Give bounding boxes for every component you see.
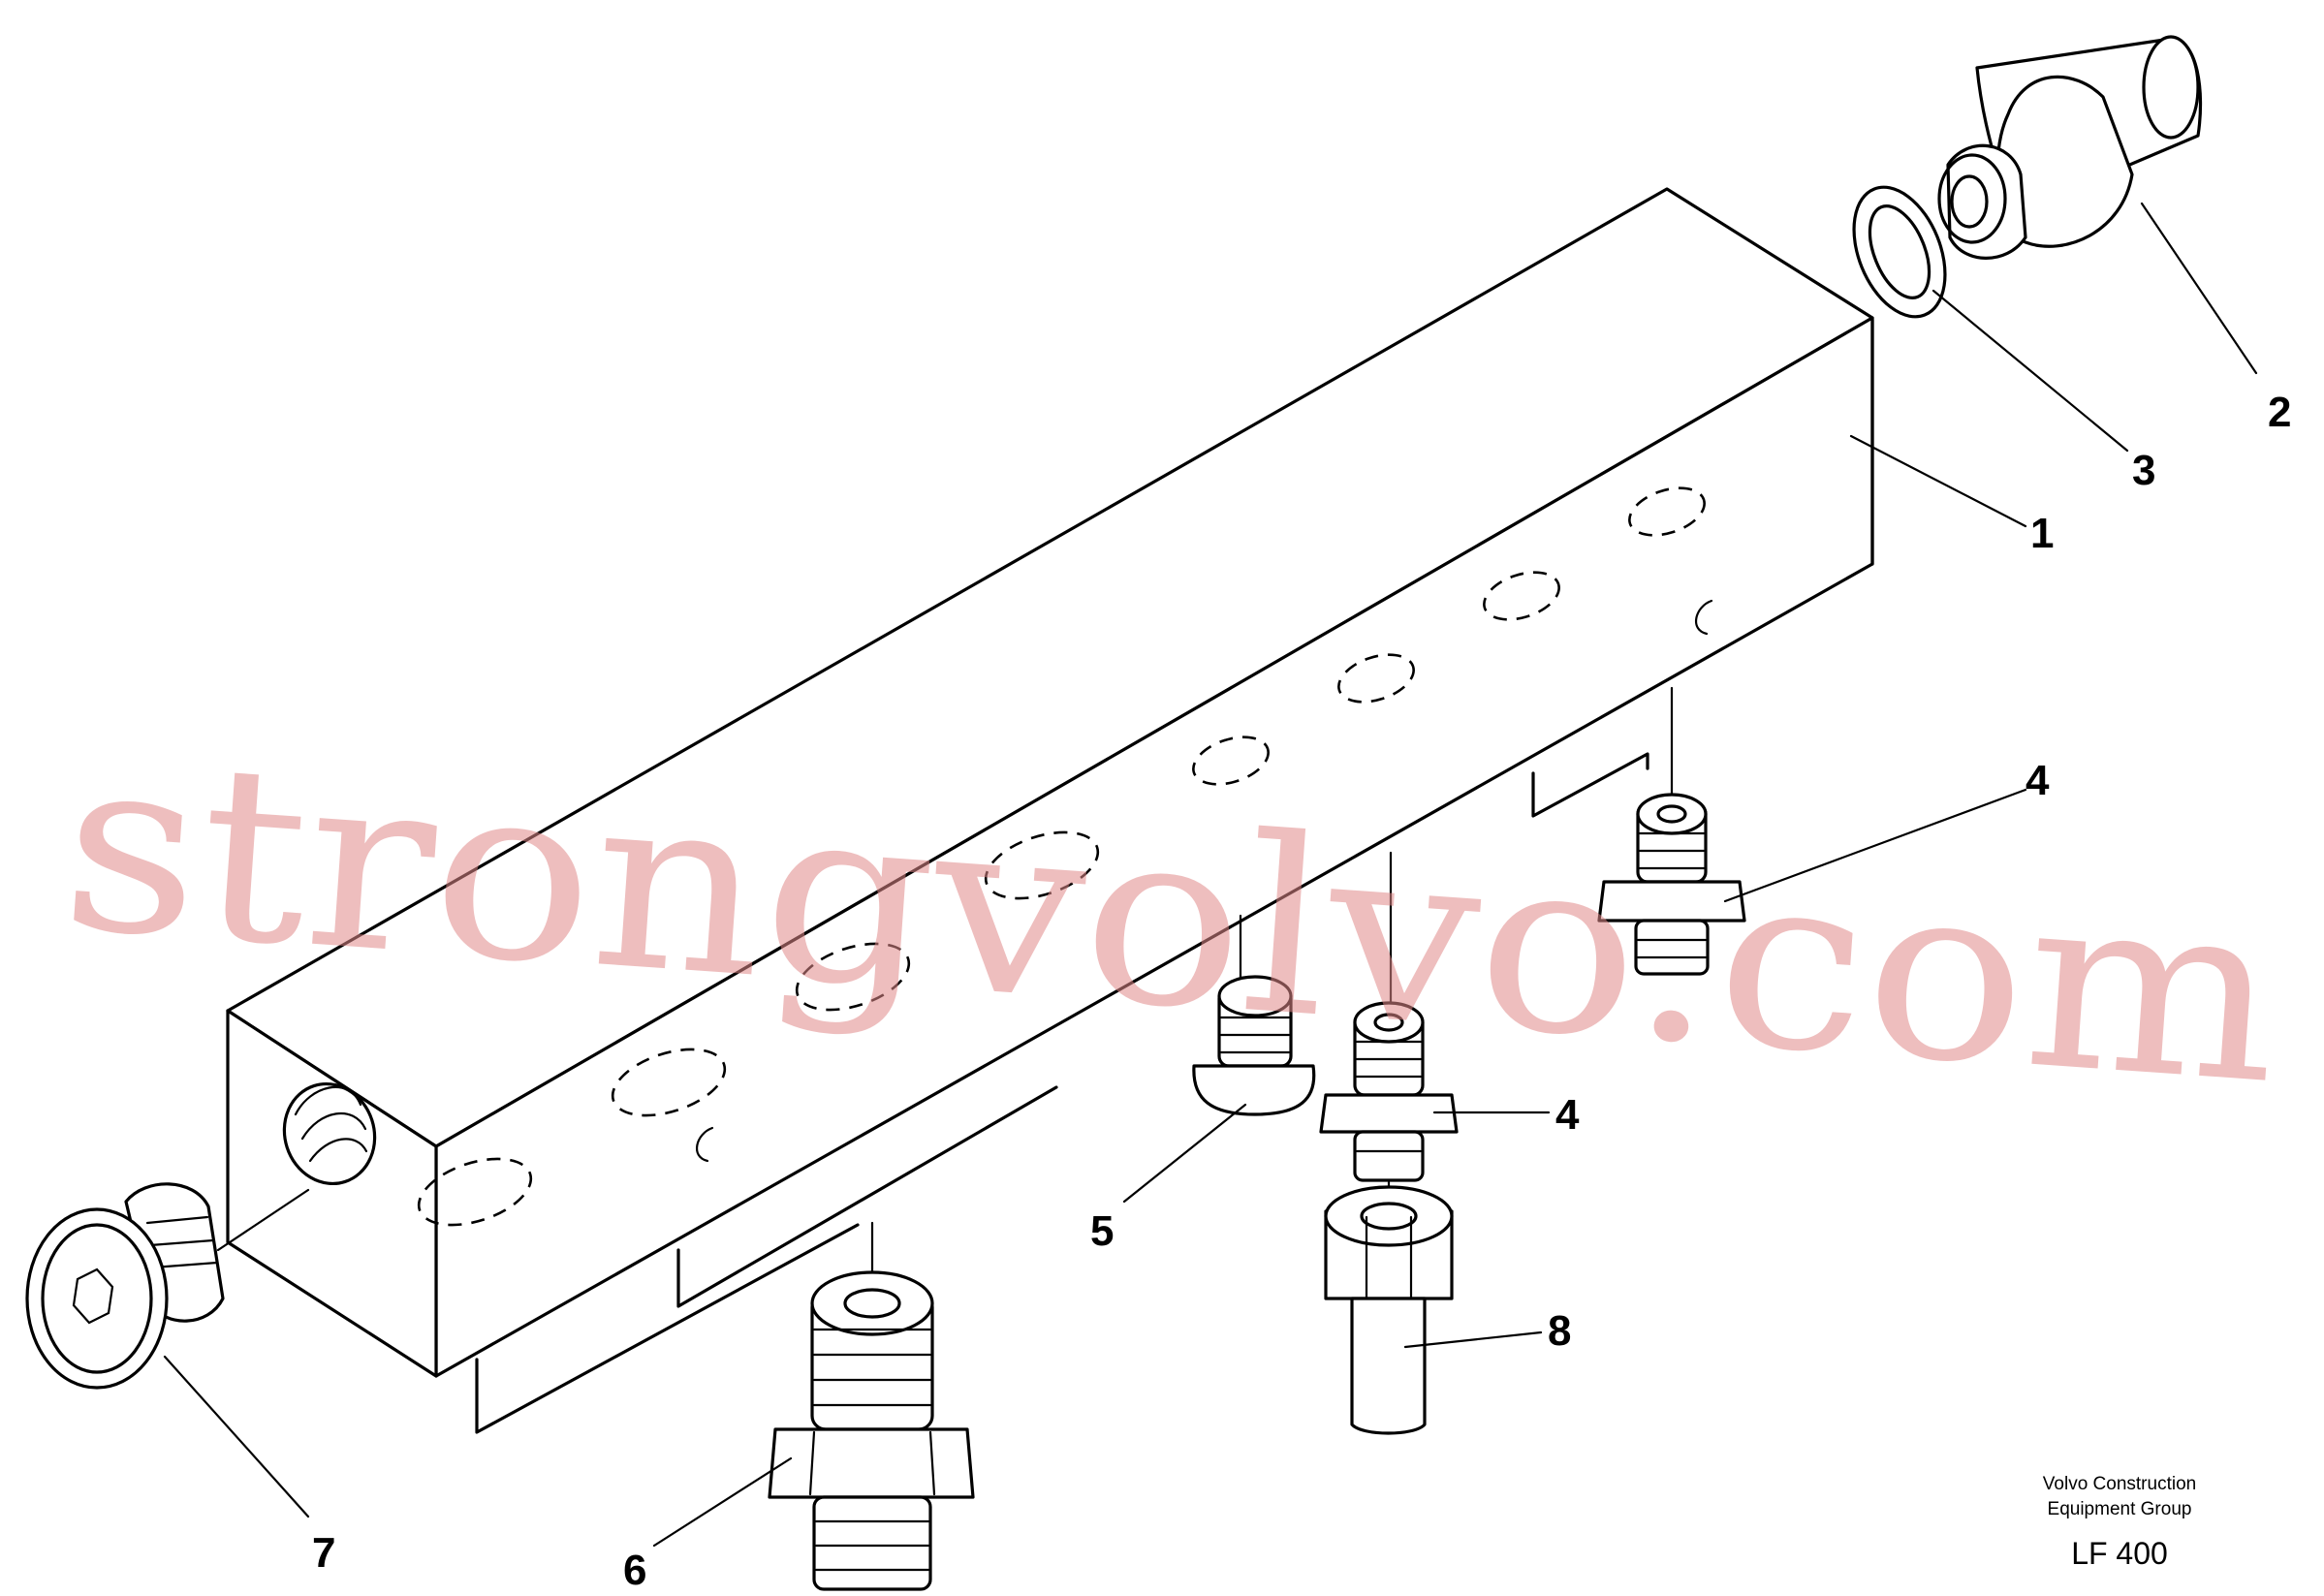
callout-6: 6	[623, 1547, 646, 1591]
sealing-ring	[1852, 185, 1947, 319]
callout-8: 8	[1548, 1307, 1571, 1355]
callout-4-middle: 4	[1555, 1091, 1580, 1139]
leader-lines	[163, 202, 2258, 1548]
credit-line-1: Volvo Construction	[2043, 1474, 2196, 1494]
callout-4-right: 4	[2026, 757, 2050, 804]
distribution-block	[226, 187, 1874, 1434]
pressure-switch	[1937, 35, 2203, 260]
nipple-right	[1597, 793, 1746, 976]
nipple-middle	[1319, 1001, 1459, 1182]
callout-7: 7	[312, 1529, 335, 1577]
union-6	[768, 1270, 975, 1591]
callout-labels: 1 2 3 4 4 5 6 7 8	[312, 389, 2291, 1594]
callout-5: 5	[1090, 1207, 1114, 1255]
credit-line-2: Equipment Group	[2048, 1499, 2192, 1519]
plug-7	[25, 1182, 310, 1390]
callout-2: 2	[2268, 389, 2291, 436]
plug-5	[1192, 975, 1316, 1116]
title-block: Volvo Construction Equipment Group LF 40…	[2043, 1474, 2196, 1571]
callout-3: 3	[2132, 447, 2155, 494]
callout-1: 1	[2030, 510, 2054, 557]
connector-8	[1324, 1180, 1454, 1435]
drawing-code: LF 400	[2071, 1536, 2168, 1571]
